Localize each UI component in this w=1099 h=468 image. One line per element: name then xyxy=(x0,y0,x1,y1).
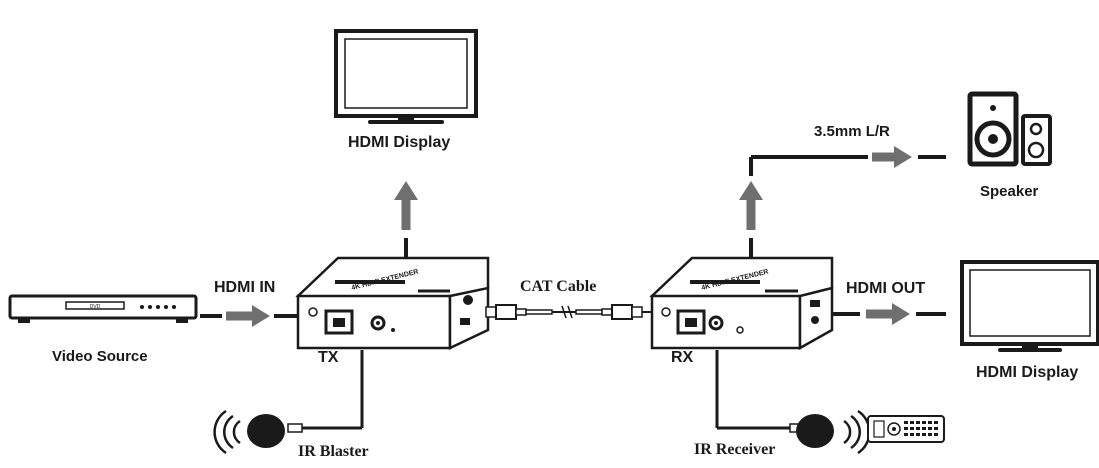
tx-extender-box-icon xyxy=(295,256,490,350)
ir-blaster-eye-icon xyxy=(247,414,285,448)
hdmi-display-top-label: HDMI Display xyxy=(348,134,451,151)
hdmi-in-label: HDMI IN xyxy=(214,279,276,296)
hdmi-display-right-monitor-icon xyxy=(960,260,1099,352)
hdmi-in-connector xyxy=(200,305,298,327)
hdmi-display-top-monitor-icon xyxy=(334,29,478,124)
hdmi-out-label: HDMI OUT xyxy=(846,280,926,297)
hdmi-out-connector xyxy=(832,303,946,325)
speaker-icon xyxy=(967,91,1052,167)
tx-label: TX xyxy=(318,349,339,366)
cat-cable-rj45-cable-icon xyxy=(485,304,652,320)
ir-blaster-signal-waves-icon xyxy=(213,409,241,455)
ir-receiver-signal-waves-icon xyxy=(843,409,871,455)
hdmi-display-right-label: HDMI Display xyxy=(976,364,1079,381)
audio-out-label: 3.5mm L/R xyxy=(814,123,890,140)
ir-blaster-cable xyxy=(287,350,364,433)
rx-label: RX xyxy=(671,349,694,366)
video-source-label: Video Source xyxy=(52,348,148,365)
audio-out-connector xyxy=(739,146,946,258)
dvd-label: DVD xyxy=(90,304,101,310)
cat-cable-label: CAT Cable xyxy=(520,278,597,295)
tx-to-display-connector xyxy=(394,181,418,258)
dvd-player-icon xyxy=(8,294,198,323)
ir-receiver-cable xyxy=(715,350,805,433)
remote-control-icon xyxy=(867,415,945,443)
ir-receiver-eye-icon xyxy=(796,414,834,448)
speaker-label: Speaker xyxy=(980,183,1039,200)
ir-receiver-label: IR Receiver xyxy=(694,441,776,458)
rx-extender-box-icon xyxy=(649,256,834,351)
ir-blaster-label: IR Blaster xyxy=(298,443,369,460)
